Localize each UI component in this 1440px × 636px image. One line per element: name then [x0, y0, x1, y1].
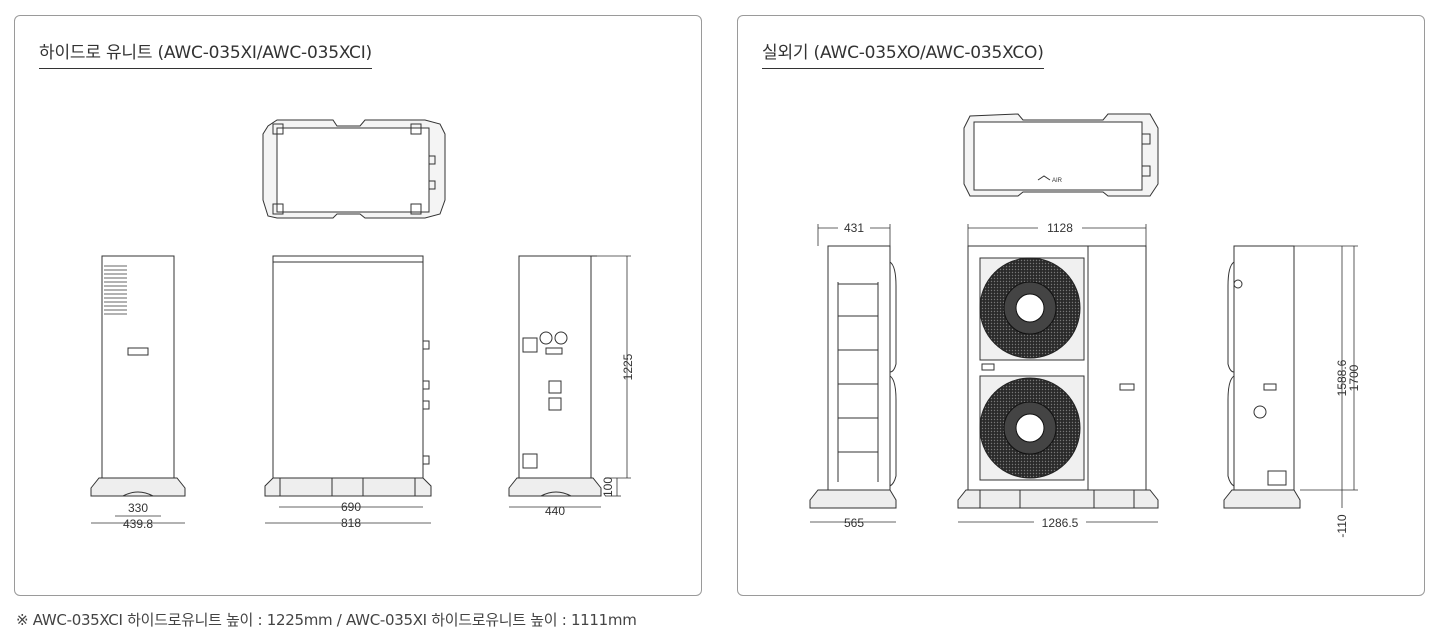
outdoor-unit-drawing: AIR 431 565 1128 1286.5 1588.6 1700 -110 — [809, 113, 1361, 538]
dim-front-inner: 690 — [341, 500, 361, 514]
hydro-top-view — [262, 119, 446, 219]
dim-height-outer: 1700 — [1347, 364, 1361, 391]
hydro-front-view — [264, 255, 432, 497]
dim-side-outer: 439.8 — [123, 517, 153, 531]
hydro-unit-drawing: 330 439.8 690 818 440 1225 100 — [90, 119, 635, 531]
dim-side-top: 431 — [844, 221, 864, 235]
outdoor-unit-panel: 실외기 (AWC-035XO/AWC-035XCO) — [737, 15, 1425, 596]
outdoor-side-view — [809, 245, 897, 509]
outdoor-unit-title: 실외기 (AWC-035XO/AWC-035XCO) — [762, 38, 1044, 69]
height-footnote: ※ AWC-035XCI 하이드로유니트 높이 : 1225mm / AWC-0… — [16, 611, 637, 629]
dim-base-height: 100 — [601, 477, 615, 497]
air-label: AIR — [1052, 178, 1063, 184]
dim-side-inner: 330 — [128, 501, 148, 515]
hydro-unit-title: 하이드로 유니트 (AWC-035XI/AWC-035XCI) — [39, 38, 372, 69]
dim-rear-width: 440 — [545, 504, 565, 518]
dim-side-bottom: 565 — [844, 516, 864, 530]
dim-height-inner: 1588.6 — [1335, 359, 1349, 396]
outdoor-rear-view — [1223, 245, 1301, 509]
dim-front-top: 1128 — [1047, 221, 1073, 235]
hydro-unit-panel: 하이드로 유니트 (AWC-035XI/AWC-035XCI) — [14, 15, 702, 596]
outdoor-top-view — [963, 113, 1159, 197]
hydro-side-view — [90, 255, 186, 497]
outdoor-front-view — [957, 245, 1159, 509]
hydro-rear-view — [508, 255, 602, 497]
dim-front-outer: 818 — [341, 516, 361, 530]
dim-base: -110 — [1335, 514, 1349, 537]
dim-front-bottom: 1286.5 — [1042, 516, 1079, 530]
dim-height: 1225 — [621, 353, 635, 380]
